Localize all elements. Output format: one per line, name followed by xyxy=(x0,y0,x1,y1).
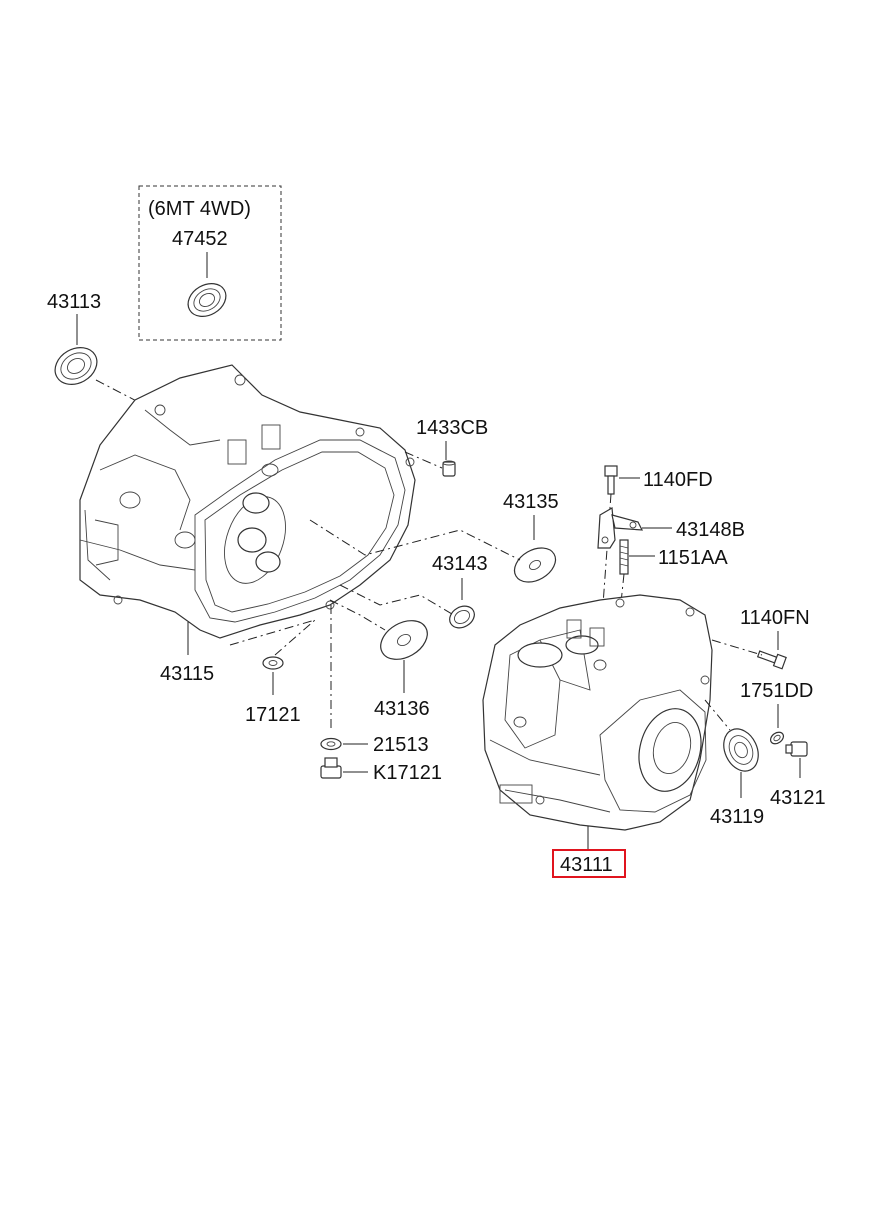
clutch-housing-43115-drawing xyxy=(79,364,416,639)
stud-1151AA-icon xyxy=(619,539,629,575)
part-label-43121[interactable]: 43121 xyxy=(770,787,826,809)
option-group-6mt-4wd: (6MT 4WD) 47452 xyxy=(138,185,282,341)
part-label-1140FN[interactable]: 1140FN xyxy=(740,607,810,629)
seal-47452-icon xyxy=(187,283,227,317)
pin-1433CB-icon xyxy=(442,460,456,477)
highlight-box-43111 xyxy=(552,849,626,878)
washer-17121-icon xyxy=(262,656,284,670)
part-label-43135[interactable]: 43135 xyxy=(503,491,559,513)
part-label-43115[interactable]: 43115 xyxy=(160,663,214,685)
plate-43135-icon xyxy=(513,547,557,583)
part-label-43136[interactable]: 43136 xyxy=(374,698,430,720)
seal-43119-icon xyxy=(723,728,759,772)
bolt-1140FN-icon xyxy=(756,650,787,670)
part-label-47452[interactable]: 47452 xyxy=(172,228,228,250)
part-label-1751DD[interactable]: 1751DD xyxy=(740,680,813,702)
seal-43143-icon xyxy=(449,605,475,629)
plug-K17121-icon xyxy=(320,757,342,779)
seal-43113-icon xyxy=(54,347,98,385)
part-label-43113[interactable]: 43113 xyxy=(47,291,101,313)
part-label-1433CB[interactable]: 1433CB xyxy=(416,417,488,439)
part-label-1140FD[interactable]: 1140FD xyxy=(643,469,713,491)
part-label-43148B[interactable]: 43148B xyxy=(676,519,745,541)
option-heading: (6MT 4WD) xyxy=(148,198,251,220)
part-label-43111[interactable]: 43111 xyxy=(560,854,613,876)
plate-43136-icon xyxy=(380,620,428,660)
oring-1751DD-icon xyxy=(769,731,785,745)
bracket-43148B-icon xyxy=(597,507,644,549)
transaxle-case-43111-drawing xyxy=(482,594,713,831)
part-label-43119[interactable]: 43119 xyxy=(710,806,764,828)
part-label-1151AA[interactable]: 1151AA xyxy=(658,547,728,569)
washer-21513-icon xyxy=(320,737,342,751)
plug-43121-icon xyxy=(785,741,808,757)
bolt-1140FD-icon xyxy=(604,465,618,495)
part-label-43143[interactable]: 43143 xyxy=(432,553,488,575)
part-label-17121[interactable]: 17121 xyxy=(245,704,301,726)
part-label-21513[interactable]: 21513 xyxy=(373,734,429,756)
part-label-K17121[interactable]: K17121 xyxy=(373,762,442,784)
